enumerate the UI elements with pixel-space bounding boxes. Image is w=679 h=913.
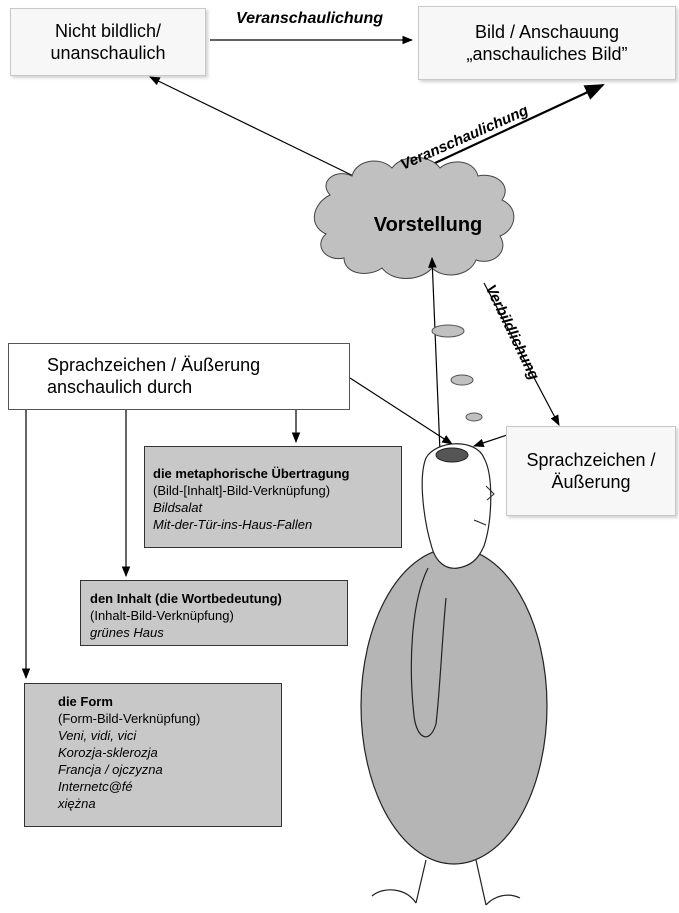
- speech-left-line2: anschaulich durch: [47, 377, 193, 397]
- metaphor-title: die metaphorische Übertragung: [153, 466, 350, 481]
- arrow-head-to-cloud: [428, 256, 441, 453]
- arrow-speech-to-head: [349, 377, 453, 445]
- person-figure: [360, 443, 548, 906]
- unanschaulich-line1: Nicht bildlich/: [54, 21, 162, 41]
- unanschaulich-box: Nicht bildlich/ unanschaulich: [10, 8, 206, 76]
- form-example: Internetc@fé: [58, 779, 133, 794]
- person-mouth: [473, 519, 487, 526]
- metaphor-example: Mit-der-Tür-ins-Haus-Fallen: [153, 517, 313, 532]
- person-foot-left: [371, 889, 417, 904]
- form-sub: (Form-Bild-Verknüpfung): [58, 711, 201, 726]
- thought-bubble-small: [465, 412, 483, 422]
- inhalt-sub: (Inhalt-Bild-Verknüpfung): [90, 608, 234, 623]
- metaphor-box: die metaphorische Übertragung (Bild-[Inh…: [144, 446, 402, 548]
- cloud-label: Vorstellung: [373, 214, 483, 236]
- inhalt-box: den Inhalt (die Wortbedeutung) (Inhalt-B…: [80, 580, 348, 646]
- person-head: [421, 443, 492, 569]
- unanschaulich-line2: unanschaulich: [50, 43, 166, 63]
- anschauung-box: Bild / Anschauung „anschauliches Bild”: [418, 6, 676, 80]
- form-example: xiężna: [58, 796, 96, 811]
- person-arm: [410, 567, 447, 738]
- anschauung-line2: „anschauliches Bild”: [466, 44, 628, 64]
- person-foot-right: [485, 894, 521, 906]
- speech-right-line2: Äußerung: [551, 472, 631, 492]
- form-example: Korozja-sklerozja: [58, 745, 158, 760]
- speech-left-line1: Sprachzeichen / Äußerung: [47, 355, 261, 375]
- thought-bubble-large: [431, 324, 465, 338]
- metaphor-example: Bildsalat: [153, 500, 203, 515]
- form-box: die Form (Form-Bild-Verknüpfung) Veni, v…: [24, 683, 282, 827]
- form-example: Francja / ojczyzna: [58, 762, 163, 777]
- anschauung-line1: Bild / Anschauung: [474, 22, 620, 42]
- person-leg-left: [415, 859, 427, 904]
- form-example: Veni, vidi, vici: [58, 728, 137, 743]
- person-leg-right: [475, 859, 487, 906]
- speech-right-box: Sprachzeichen / Äußerung: [506, 426, 676, 516]
- cloud-vorstellung: [314, 157, 515, 279]
- arrow-cloud-to-unanschaulich: [149, 76, 373, 186]
- person-head-cap: [435, 447, 469, 463]
- person-nose: [485, 485, 495, 501]
- arrow-verbildlichung: [483, 282, 560, 426]
- thought-bubble-medium: [450, 374, 474, 386]
- inhalt-example: grünes Haus: [90, 625, 164, 640]
- speech-left-box: Sprachzeichen / Äußerung anschaulich dur…: [8, 343, 350, 410]
- person-body: [360, 547, 548, 865]
- speech-right-line1: Sprachzeichen /: [526, 450, 656, 470]
- form-title: die Form: [58, 694, 113, 709]
- metaphor-sub: (Bild-[Inhalt]-Bild-Verknüpfung): [153, 483, 331, 498]
- inhalt-title: den Inhalt (die Wortbedeutung): [90, 591, 282, 606]
- label-veranschaulichung-top: Veranschaulichung: [236, 10, 383, 27]
